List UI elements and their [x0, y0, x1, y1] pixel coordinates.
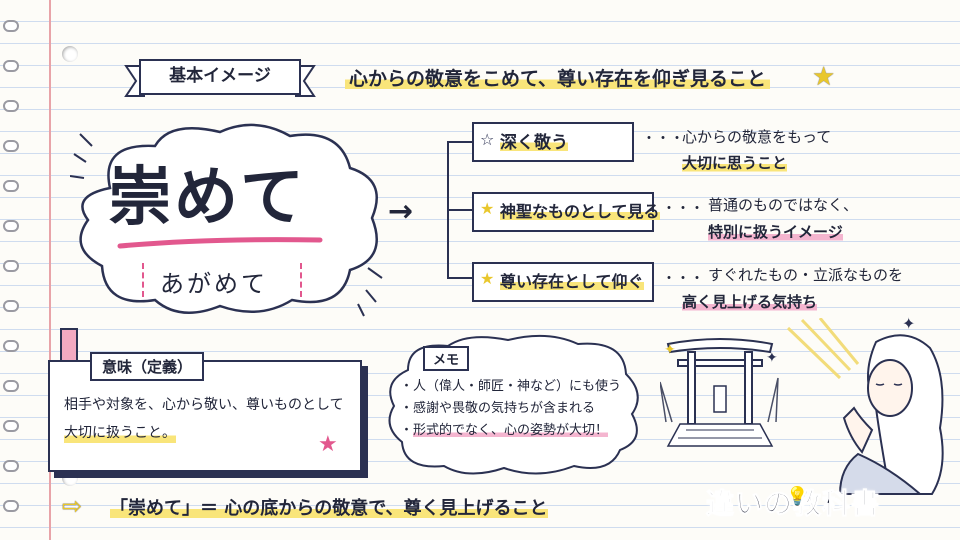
lightbulb-icon: 💡	[786, 486, 809, 507]
memo-list: ・人（偉人・師匠・神など）にも使う ・感謝や畏敬の気持ちが含まれる ・形式的でな…	[400, 376, 621, 442]
punch-hole	[62, 470, 78, 486]
spiral-ring	[3, 180, 19, 192]
main-cloud	[70, 123, 383, 317]
branch-desc: 高く見上げる気持ち	[682, 291, 818, 312]
spiral-ring	[3, 220, 19, 232]
spiral-ring	[3, 460, 19, 472]
spiral-ring	[3, 60, 19, 72]
torii-gate-illustration	[660, 338, 779, 447]
banner-label: 基本イメージ	[169, 66, 271, 86]
ellipsis: ・・・	[642, 131, 684, 147]
reading-frame	[142, 263, 302, 297]
meaning-title: 意味（定義）	[90, 352, 205, 381]
branch-desc: 心からの敬意をもって	[682, 128, 832, 146]
meaning-line: 大切に扱うこと。	[64, 422, 176, 446]
star-icon: ★	[318, 432, 338, 457]
main-word-reading: あがめて	[160, 270, 268, 298]
spiral-ring	[3, 340, 19, 352]
star-icon: ★	[480, 269, 495, 288]
ellipsis: ・・・	[662, 271, 704, 287]
branch-desc: 普通のものではなく、	[708, 196, 859, 214]
sparkle-icon: ✦	[902, 314, 916, 333]
arrow-right-icon: ⇨	[62, 492, 83, 520]
star-icon: ★	[812, 62, 836, 92]
sparkle-icon: ✦	[766, 350, 778, 366]
memo-item-text: 人（偉人・師匠・神など）にも使う	[413, 379, 622, 394]
praying-woman-illustration	[786, 318, 944, 495]
branch-label: 神聖なものとして見る	[500, 198, 660, 222]
branch-desc: すぐれたもの・立派なものを	[708, 266, 904, 284]
meaning-line: 相手や対象を、心から敬い、尊いものとして	[64, 397, 344, 413]
memo-item: ・感謝や畏敬の気持ちが含まれる	[400, 401, 596, 416]
spiral-ring	[3, 260, 19, 272]
arrow-right-icon: →	[388, 194, 414, 229]
branch-desc: 大切に思うこと	[682, 152, 788, 173]
memo-item-text: 形式的でなく、心の姿勢が大切！	[413, 423, 609, 438]
spiral-ring	[3, 20, 19, 32]
site-logo: 違いの教科書	[705, 487, 881, 521]
footer-summary: 「崇めて」＝ 心の底からの敬意で、尊く見上げること	[110, 494, 548, 520]
sparkle-icon: ✦	[664, 342, 676, 358]
spiral-ring	[3, 140, 19, 152]
spiral-ring	[3, 380, 19, 392]
star-outline-icon: ☆	[480, 130, 495, 149]
branch-bracket	[447, 141, 474, 279]
main-word: 崇めて	[108, 161, 306, 235]
memo-item: ・人（偉人・師匠・神など）にも使う	[400, 379, 622, 394]
headline: 心からの敬意をこめて、尊い存在を仰ぎ見ること	[345, 64, 771, 91]
punch-hole	[62, 46, 78, 62]
banner-ribbon	[124, 59, 316, 97]
memo-title: メモ	[423, 346, 470, 371]
ellipsis: ・・・	[662, 201, 704, 217]
spiral-ring	[3, 300, 19, 312]
spiral-ring	[3, 100, 19, 112]
memo-item-text: 感謝や畏敬の気持ちが含まれる	[413, 401, 596, 416]
pink-tag	[60, 328, 78, 362]
star-icon: ★	[480, 199, 495, 218]
branch-label: 深く敬う	[500, 128, 568, 153]
spiral-ring	[3, 420, 19, 432]
memo-item: ・形式的でなく、心の姿勢が大切！	[400, 423, 609, 438]
branch-label: 尊い存在として仰ぐ	[500, 268, 644, 292]
branch-desc: 特別に扱うイメージ	[708, 221, 843, 242]
spiral-ring	[3, 500, 19, 512]
